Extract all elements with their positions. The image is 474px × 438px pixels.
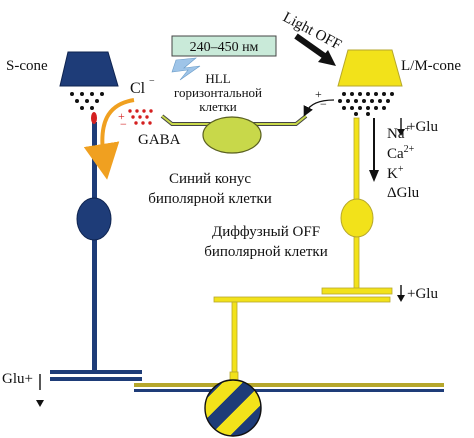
glu-left-label: Glu+ <box>2 371 33 387</box>
cl-label: Cl <box>130 80 146 97</box>
na-label: Na+ <box>387 124 411 142</box>
down-arrow-icon <box>397 118 405 136</box>
glu-top-label: +Glu <box>407 119 438 135</box>
ganglion-cell <box>204 371 262 437</box>
lm-cone-vesicles <box>338 92 394 116</box>
wavelength-box: 240–450 нм <box>171 35 277 57</box>
blue-bipolar-label-line2: биполярной клетки <box>148 191 271 207</box>
gaba-plus: + <box>118 109 125 123</box>
ganglion-dendrite <box>134 383 444 392</box>
diffuse-off-bipolar-cell <box>321 117 393 295</box>
s-cone <box>59 51 119 87</box>
k-label: K+ <box>387 164 404 182</box>
ion-flux-arrow <box>369 118 379 182</box>
s-cone-label: S-cone <box>6 58 48 74</box>
lm-cone <box>337 49 403 87</box>
ca-label: Ca2+ <box>387 144 415 162</box>
cl-flux-arrow <box>83 98 135 180</box>
gaba-label: GABA <box>138 132 181 148</box>
diffuse-off-label-line2: биполярной клетки <box>204 244 327 260</box>
blue-bipolar-label-line1: Синий конус <box>169 171 251 187</box>
hll-label-line1: HLL <box>205 71 230 86</box>
glu-bottom-label: +Glu <box>407 286 438 302</box>
lightning-icon <box>171 57 201 81</box>
light-off-arrow <box>294 33 336 66</box>
diffuse-off-label-line1: Диффузный OFF <box>212 224 320 240</box>
wavelength-label: 240–450 нм <box>190 40 259 55</box>
blue-terminal-lines <box>50 370 142 381</box>
blue-cone-bipolar-cell <box>76 112 112 372</box>
hll-label-line3: клетки <box>199 99 237 114</box>
hll-plus: + <box>315 87 322 101</box>
gaba-minus: − <box>120 117 127 131</box>
gaba-vesicles <box>128 109 153 125</box>
hll-feedback-arrow <box>303 99 335 117</box>
lm-cone-label: L/M-cone <box>401 58 461 74</box>
cl-charge: − <box>149 76 155 87</box>
hll-horizontal-cell <box>160 114 308 154</box>
dglu-label: ΔGlu <box>387 185 420 201</box>
yellow-connector <box>213 296 391 373</box>
up-arrow-icon <box>36 374 44 407</box>
s-cone-vesicles <box>70 92 104 110</box>
hll-label-line2: горизонтальной <box>174 85 262 100</box>
hll-minus: − <box>320 97 327 111</box>
down-arrow-icon <box>397 285 405 302</box>
